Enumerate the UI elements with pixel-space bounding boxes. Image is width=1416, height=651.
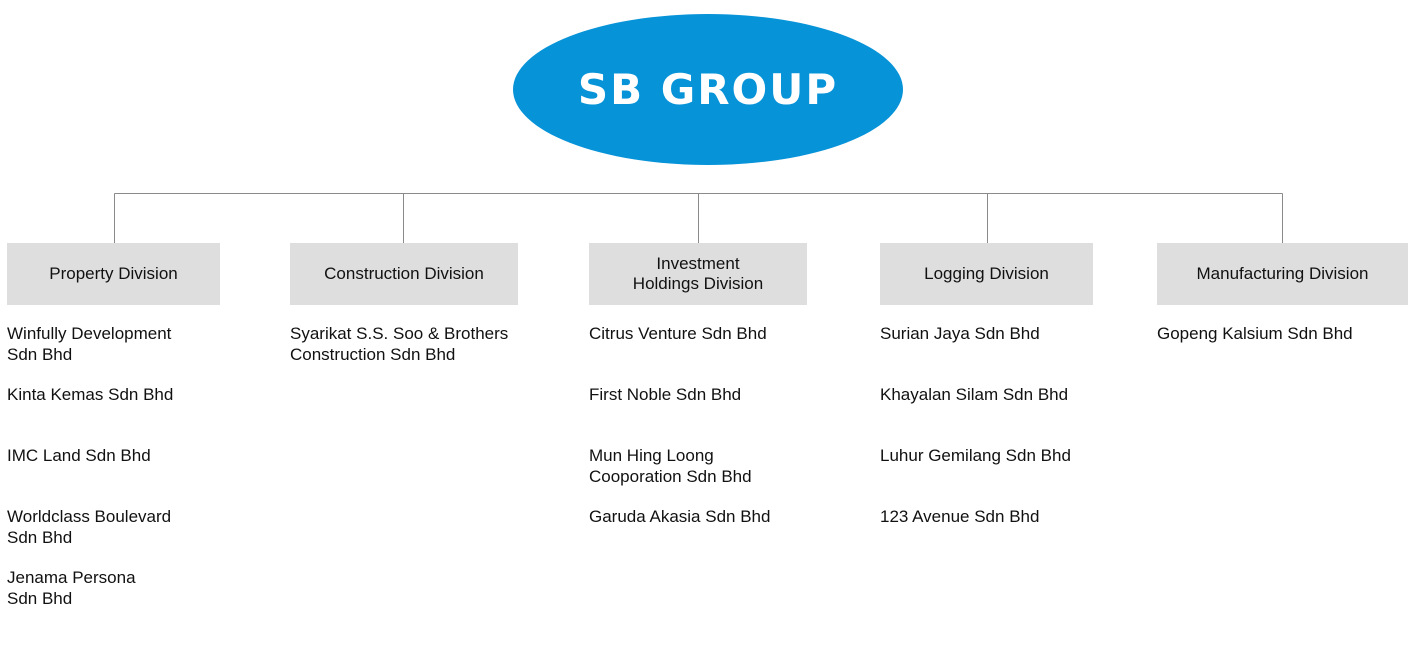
company-name: Khayalan Silam Sdn Bhd: [880, 385, 1069, 404]
division-box: Construction Division: [290, 243, 518, 305]
company-name: Citrus Venture Sdn Bhd: [589, 324, 767, 343]
division-box: Manufacturing Division: [1157, 243, 1408, 305]
company-name: IMC Land Sdn Bhd: [7, 446, 151, 465]
division-box: Property Division: [7, 243, 220, 305]
company-name: Surian Jaya Sdn Bhd: [880, 324, 1040, 343]
company-name: Garuda Akasia Sdn Bhd: [589, 507, 771, 526]
company-name: Mun Hing Loong Cooporation Sdn Bhd: [589, 446, 752, 486]
company-name: Syarikat S.S. Soo & Brothers Constructio…: [290, 324, 509, 364]
division-box: Logging Division: [880, 243, 1093, 305]
root-node-oval: SB GROUP: [513, 14, 903, 165]
company-name: First Noble Sdn Bhd: [589, 385, 742, 404]
company-name: Jenama Persona Sdn Bhd: [7, 568, 136, 608]
company-name: Gopeng Kalsium Sdn Bhd: [1157, 324, 1353, 343]
company-name: Luhur Gemilang Sdn Bhd: [880, 446, 1071, 465]
company-name: Worldclass Boulevard Sdn Bhd: [7, 507, 172, 547]
company-name: Winfully Development Sdn Bhd: [7, 324, 172, 364]
company-name: 123 Avenue Sdn Bhd: [880, 507, 1040, 526]
root-title: SB GROUP: [577, 65, 839, 114]
company-name: Kinta Kemas Sdn Bhd: [7, 385, 174, 404]
division-box: Investment Holdings Division: [589, 243, 807, 305]
